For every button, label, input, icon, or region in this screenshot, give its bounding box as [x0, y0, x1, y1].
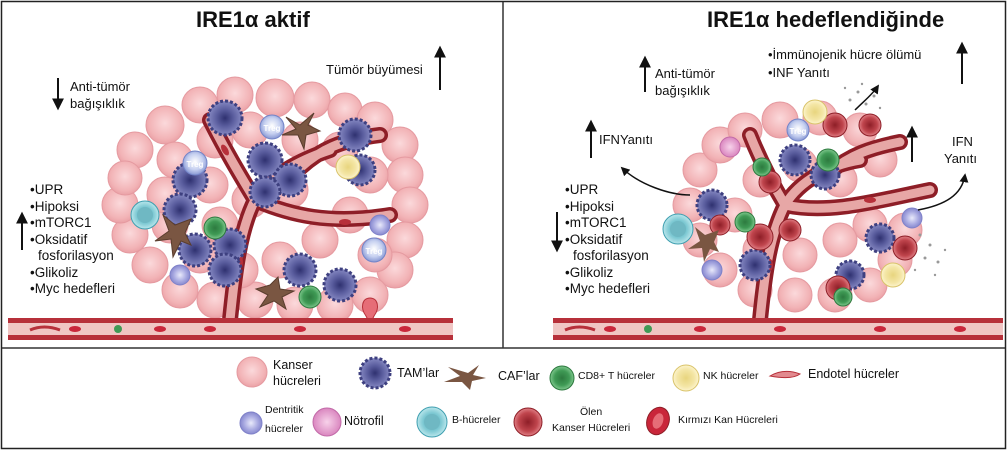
- legend-dying-icon: [513, 407, 543, 437]
- left-pathway-list: •UPR •Hipoksi •mTORC1 •Oksidatif fosfori…: [30, 182, 115, 298]
- right-nk-cell: [802, 99, 828, 125]
- legend-tam-icon: [358, 356, 392, 390]
- legend-neutrophil-icon: [312, 407, 342, 437]
- legend-endothelial-icon: [768, 370, 802, 379]
- right-tumor: [553, 82, 1003, 340]
- pathway-item: •UPR: [30, 182, 64, 197]
- treg-label: Treg: [366, 247, 383, 256]
- pathway-item: •Glikoliz: [30, 264, 79, 280]
- left-tregs: [182, 114, 387, 263]
- pathway-item: •Glikoliz: [565, 264, 614, 280]
- right-neutrophil: [719, 136, 741, 158]
- right-curved-arrow-ifn2: [917, 173, 969, 211]
- pathway-item: •mTORC1: [30, 215, 92, 230]
- right-pathway-list: •UPR •Hipoksi •mTORC1 •Oksidatif fosfori…: [565, 182, 650, 298]
- right-anti-tumor-line1: Anti-tümör: [655, 66, 715, 81]
- legend-caf-label: CAF’lar: [498, 369, 540, 383]
- legend-caf-icon: [444, 365, 486, 390]
- right-treg: [786, 118, 810, 142]
- right-anti-tumor-line2: bağışıklık: [655, 83, 710, 98]
- right-nk-cell-2: [880, 262, 906, 288]
- left-tams: [162, 99, 377, 303]
- pathway-item: •Hipoksi: [565, 198, 614, 214]
- pathway-item: •Myc hedefleri: [565, 281, 651, 296]
- right-caf: [688, 227, 719, 262]
- right-curved-arrow-ifn: [620, 166, 691, 196]
- legend-cancer-icon: [236, 356, 268, 388]
- right-ifn-response2-line1: IFN: [952, 134, 973, 149]
- pathway-item: fosforilasyon: [573, 248, 649, 263]
- pathway-item: •Myc hedefleri: [30, 281, 116, 296]
- legend-nk-label: NK hücreler: [703, 370, 759, 382]
- left-bottom-vessel: [8, 318, 453, 340]
- pathway-item: •UPR: [565, 182, 599, 197]
- right-panel-title: IRE1α hedeflendiğinde: [707, 7, 945, 32]
- left-anti-tumor-line1: Anti-tümör: [70, 79, 130, 94]
- right-ifn-response: IFNYanıtı: [599, 132, 653, 147]
- legend-dying-label-2: Kanser Hücreleri: [552, 422, 631, 434]
- legend-cd8-label: CD8+ T hücreler: [578, 370, 655, 382]
- treg-label: Treg: [264, 124, 281, 133]
- legend-dying-label-1: Ölen: [580, 406, 603, 418]
- left-anti-tumor-line2: bağışıklık: [70, 96, 125, 111]
- left-cafs: [154, 112, 322, 311]
- legend-cancer-label-1: Kanser: [273, 358, 313, 372]
- legend-tam-label: TAM’lar: [397, 366, 440, 380]
- legend-rbc-label: Kırmızı Kan Hücreleri: [678, 414, 778, 426]
- left-tumor-growth: Tümör büyümesi: [326, 62, 423, 77]
- legend-icons: [236, 356, 802, 438]
- pathway-item: •Oksidatif: [565, 231, 623, 247]
- left-cd8: [203, 216, 322, 309]
- left-dendritic: [169, 214, 391, 286]
- right-curved-arrow-icd: [854, 84, 879, 111]
- right-ifn-response2-line2: Yanıtı: [944, 151, 978, 166]
- pathway-item: •Oksidatif: [30, 231, 88, 247]
- pathway-item: •Hipoksi: [30, 198, 79, 214]
- left-nk-cell: [335, 154, 361, 180]
- right-immunogenic-line2: •INF Yanıtı: [768, 65, 830, 80]
- treg-label: Treg: [790, 127, 807, 136]
- treg-label: Treg: [187, 160, 204, 169]
- left-tumor: [8, 76, 453, 340]
- legend-dendritic-icon: [239, 411, 263, 435]
- legend-dendritic-label-2: hücreler: [265, 423, 303, 435]
- right-immunogenic-line1: •İmmünojenik hücre ölümü: [768, 47, 922, 62]
- legend-nk-icon: [672, 364, 700, 392]
- legend-cancer-label-2: hücreleri: [273, 374, 321, 388]
- right-dendritic: [701, 207, 923, 281]
- pathway-item: fosforilasyon: [38, 248, 114, 263]
- legend-neutrophil-label: Nötrofil: [344, 414, 384, 428]
- right-dying-cells: [709, 112, 918, 301]
- right-bottom-vessel: [553, 318, 1003, 340]
- legend-dendritic-label-1: Dentritik: [265, 404, 304, 416]
- right-cd8: [734, 148, 853, 307]
- pathway-item: •mTORC1: [565, 215, 627, 230]
- left-panel-title: IRE1α aktif: [196, 7, 310, 32]
- legend-bcell-label: B-hücreler: [452, 414, 501, 426]
- legend-endothelial-label: Endotel hücreler: [808, 367, 900, 381]
- right-debris: [843, 82, 947, 277]
- legend-cd8-icon: [549, 365, 575, 391]
